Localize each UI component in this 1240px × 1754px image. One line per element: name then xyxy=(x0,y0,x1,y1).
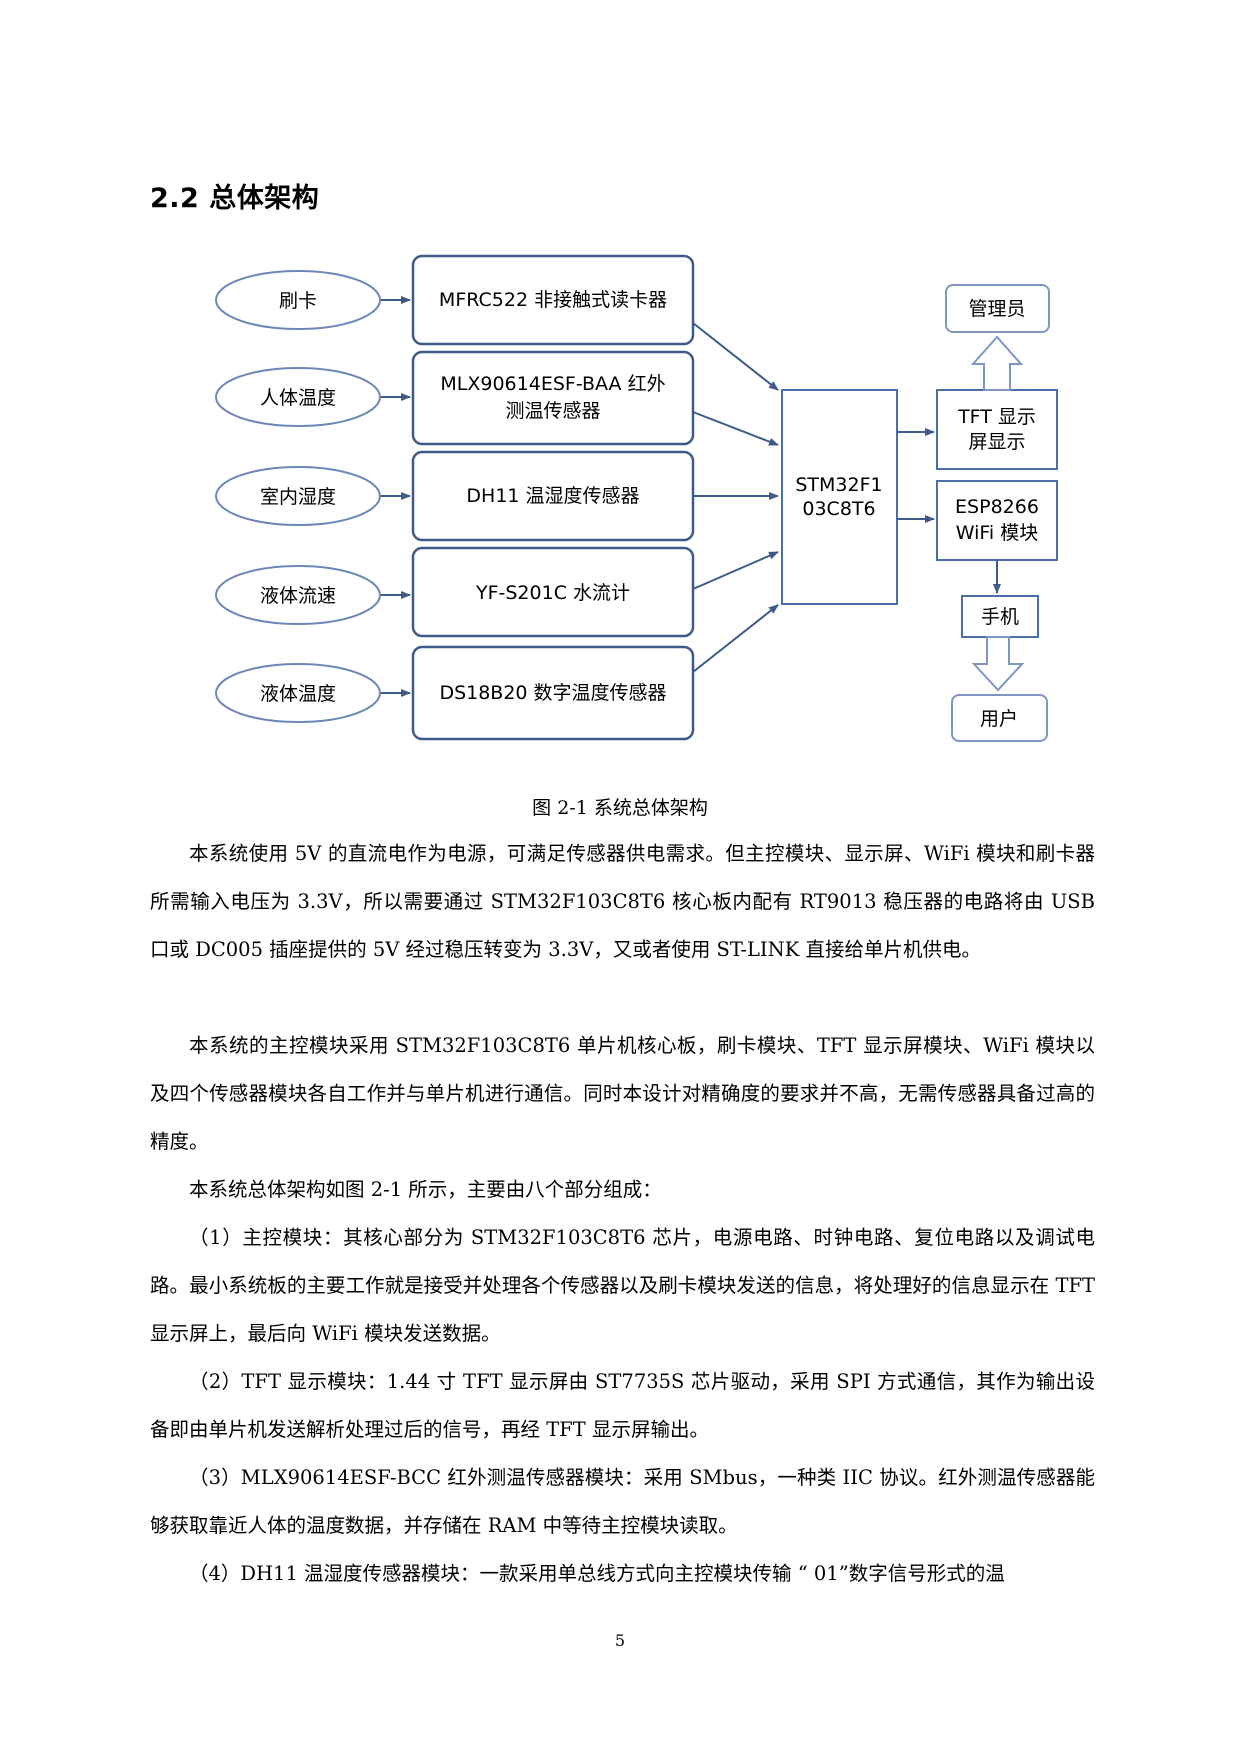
paragraph-overview: 本系统总体架构如图 2-1 所示，主要由八个部分组成： xyxy=(189,1178,662,1201)
module-label: DH11 温湿度传感器 xyxy=(466,485,639,507)
user-box xyxy=(951,694,1048,742)
arrow-module-to-mcu xyxy=(692,411,779,446)
input-ellipse-liquid-flow xyxy=(215,565,381,625)
esp-box xyxy=(936,480,1058,561)
hollow-up-arrow xyxy=(970,335,1024,391)
input-ellipse-indoor-humidity xyxy=(215,466,381,526)
tft-box xyxy=(936,389,1058,470)
esp-label: WiFi 模块 xyxy=(956,522,1039,544)
esp-label: ESP8266 xyxy=(955,496,1039,518)
input-label: 人体温度 xyxy=(260,387,336,409)
input-label: 液体流速 xyxy=(260,585,336,607)
paragraph-item-2: （2）TFT 显示模块：1.44 寸 TFT 显示屏由 ST7735S 芯片驱动… xyxy=(150,1370,1095,1441)
paragraph-item-1: （1）主控模块：其核心部分为 STM32F103C8T6 芯片，电源电路、时钟电… xyxy=(150,1226,1095,1345)
user-label: 用户 xyxy=(980,708,1018,730)
tft-label: TFT 显示 xyxy=(957,406,1036,428)
input-label: 刷卡 xyxy=(279,290,317,312)
arrow-module-to-mcu xyxy=(692,604,779,673)
phone-box xyxy=(961,595,1039,638)
module-box-card-reader xyxy=(411,254,695,346)
module-box-flow-meter xyxy=(411,546,695,638)
page-number: 5 xyxy=(614,1631,626,1650)
module-label: 测温传感器 xyxy=(505,400,600,422)
module-label: MLX90614ESF-BAA 红外 xyxy=(440,373,665,395)
mcu-box xyxy=(781,389,898,605)
mcu-label: STM32F1 xyxy=(795,474,882,496)
hollow-down-arrow xyxy=(971,636,1025,692)
input-ellipses xyxy=(215,270,381,723)
tft-label: 屏显示 xyxy=(968,431,1025,453)
input-label: 室内湿度 xyxy=(260,486,336,508)
paragraph-main-control: 本系统的主控模块采用 STM32F103C8T6 单片机核心板，刷卡模块、TFT… xyxy=(150,1034,1095,1153)
module-box-ds18b20 xyxy=(411,645,695,741)
figure-caption: 图 2-1 系统总体架构 xyxy=(532,797,708,819)
arrow-module-to-mcu xyxy=(692,322,779,391)
admin-label: 管理员 xyxy=(968,298,1025,320)
paragraph-power: 本系统使用 5V 的直流电作为电源，可满足传感器供电需求。但主控模块、显示屏、W… xyxy=(150,842,1095,961)
module-label: YF-S201C 水流计 xyxy=(475,582,630,604)
arrow-module-to-mcu xyxy=(692,551,779,590)
input-label: 液体温度 xyxy=(260,683,336,705)
system-architecture-diagram: 刷卡 人体温度 室内湿度 液体流速 液体温度 MFRC522 非接触式读卡器 M… xyxy=(215,254,1058,742)
section-heading: 2.2 总体架构 xyxy=(150,183,320,214)
input-ellipse-card xyxy=(215,270,381,330)
module-box-ir-sensor xyxy=(411,350,695,446)
mcu-label: 03C8T6 xyxy=(802,498,875,520)
module-label: DS18B20 数字温度传感器 xyxy=(439,682,666,704)
input-ellipse-liquid-temp xyxy=(215,663,381,723)
paragraph-item-3: （3）MLX90614ESF-BCC 红外测温传感器模块：采用 SMbus，一种… xyxy=(150,1466,1095,1537)
paragraph-item-4: （4）DH11 温湿度传感器模块：一款采用单总线方式向主控模块传输 “ 01”数… xyxy=(189,1562,1005,1585)
module-label: MFRC522 非接触式读卡器 xyxy=(439,289,667,311)
phone-label: 手机 xyxy=(981,606,1019,628)
input-ellipse-body-temp xyxy=(215,367,381,427)
admin-box xyxy=(945,284,1050,333)
